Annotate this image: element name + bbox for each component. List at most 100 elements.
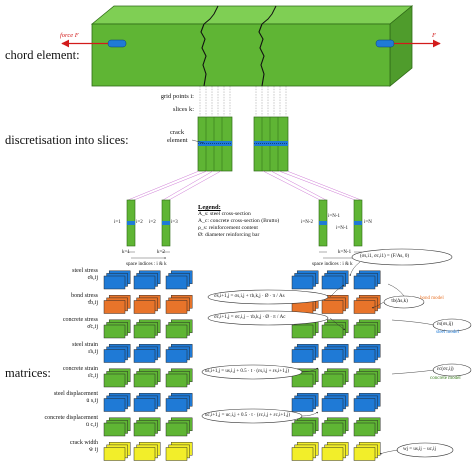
matrix-layer-left-3-0-0 bbox=[103, 349, 126, 363]
slice-label: i=2 bbox=[136, 220, 143, 225]
matrix-layer-right-5-0-0 bbox=[291, 398, 314, 412]
matrix-row-symbol: ε̄s,ij bbox=[88, 348, 98, 355]
label-chord-element: chord element: bbox=[5, 48, 80, 62]
matrix-layer-right-3-1-0 bbox=[321, 349, 344, 363]
matrix-row-symbol: ū s,ij bbox=[86, 397, 98, 404]
matrix-layer-left-7-0-0 bbox=[103, 447, 126, 461]
label-force-left: force F bbox=[60, 32, 79, 39]
slice-group-right bbox=[253, 116, 289, 172]
label-discretisation: discretisation into slices: bbox=[5, 133, 129, 147]
equation-bond-steel: σs,i+1,j = σs,i,j + τb,k,j · Ø · π / As bbox=[214, 294, 285, 299]
matrix-layer-left-6-2-0 bbox=[165, 422, 188, 437]
matrix-row-symbol: w̄ ij bbox=[88, 446, 98, 453]
matrix-row-name: concrete stress bbox=[62, 317, 98, 323]
matrix-layer-right-3-0-0 bbox=[291, 349, 314, 363]
equation-steel-model: εs(σs,ij) bbox=[437, 322, 454, 327]
rebar-left bbox=[107, 39, 127, 48]
matrix-stack-left bbox=[103, 270, 193, 461]
matrix-layer-left-7-2-0 bbox=[165, 447, 188, 461]
matrix-layer-left-4-0-0 bbox=[103, 373, 126, 388]
matrix-layer-left-4-2-0 bbox=[165, 373, 188, 388]
matrix-row-name: crack width bbox=[69, 439, 98, 446]
rebar-right bbox=[375, 39, 395, 48]
label-grid-points: grid points i: bbox=[160, 93, 194, 100]
equation-disp-concrete: uc,i+1,j = uc,i,j + 0.5 · t · (εc,i,j + … bbox=[205, 413, 291, 418]
chord-element-box bbox=[90, 5, 414, 87]
slice-label: i=N-1 bbox=[328, 214, 340, 219]
matrix-layer-left-0-0-0 bbox=[103, 275, 126, 290]
zoomed-slices bbox=[126, 199, 363, 247]
matrix-layer-right-1-1-0 bbox=[321, 300, 344, 314]
matrix-layer-right-6-2-0 bbox=[353, 422, 376, 437]
label-matrices: matrices: bbox=[5, 366, 51, 380]
slice-k-label: k=N-1 bbox=[338, 250, 352, 255]
matrix-row-name: steel strain bbox=[72, 341, 98, 348]
slice-k-label: k=2 bbox=[157, 250, 165, 255]
matrix-layer-right-5-2-0 bbox=[353, 398, 376, 412]
matrix-layer-left-1-1-0 bbox=[133, 300, 156, 314]
legend-line: A_c: concrete cross-section (Brutto) bbox=[198, 218, 280, 224]
matrix-layer-right-6-0-0 bbox=[291, 422, 314, 437]
slice-label: i=1 bbox=[114, 220, 121, 225]
slice-group-left bbox=[197, 116, 233, 172]
legend-box: Legend: A_s: steel cross-section A_c: co… bbox=[198, 204, 318, 239]
equation-disp-steel: us,i+1,j = us,i,j + 0.5 · t · (εs,i,j + … bbox=[205, 369, 289, 374]
label-bond-model: bond model bbox=[420, 296, 444, 301]
legend-line: ρ_s: reinforcement content bbox=[198, 225, 258, 231]
label-slices: slices k: bbox=[172, 106, 194, 113]
slice-k-label: k=1 bbox=[122, 250, 130, 255]
matrix-layer-left-0-2-0 bbox=[165, 275, 188, 290]
matrix-layer-left-5-0-0 bbox=[103, 398, 126, 412]
label-crack-element-2: element bbox=[167, 137, 188, 144]
matrix-row-symbol: τ̄b,ij bbox=[87, 299, 98, 306]
matrix-row-name: steel displacement bbox=[53, 390, 98, 397]
label-concrete-model: concrete model bbox=[430, 376, 461, 381]
matrix-layer-right-6-1-0 bbox=[321, 422, 344, 437]
matrix-row-name: bond stress bbox=[71, 292, 98, 299]
label-space-indices-right: space indices : i & k bbox=[312, 262, 353, 267]
matrix-layer-right-0-0-0 bbox=[291, 275, 314, 290]
matrix-layer-left-2-1-0 bbox=[133, 324, 156, 339]
equation-crack-width: wj = us,ij − uc,ij bbox=[403, 447, 436, 452]
crack-pointer bbox=[191, 139, 205, 144]
matrix-layer-right-2-0-0 bbox=[291, 324, 314, 339]
matrix-layer-right-7-1-0 bbox=[321, 447, 344, 461]
projection-lines bbox=[199, 86, 287, 116]
matrix-layer-right-0-1-0 bbox=[321, 275, 344, 290]
matrix-layer-right-3-2-0 bbox=[353, 349, 376, 363]
slice-label: i=N-2 bbox=[301, 220, 313, 225]
zoom-fan-lines bbox=[127, 170, 362, 201]
equation-bond-concrete: σc,i+1,j = σc,i,j − τb,k,j · Ø · π / Ac bbox=[214, 315, 286, 320]
legend-line: Ø: diameter reinforcing bar bbox=[198, 232, 260, 238]
label-force-right: F bbox=[432, 32, 436, 39]
matrix-layer-right-7-2-0 bbox=[353, 447, 376, 461]
equation-ellipses bbox=[201, 248, 472, 458]
matrix-layer-left-2-0-0 bbox=[103, 324, 126, 339]
slice-label: i=3 bbox=[171, 220, 178, 225]
matrix-layer-right-0-2-0 bbox=[353, 275, 376, 290]
matrix-row-symbol: ε̄c,ij bbox=[87, 373, 98, 379]
legend-line: A_s: steel cross-section bbox=[198, 211, 251, 217]
slice-label: i=2 bbox=[149, 220, 156, 225]
matrix-layer-left-6-0-0 bbox=[103, 422, 126, 437]
matrix-layer-right-1-2-0 bbox=[353, 300, 376, 314]
matrix-layer-left-2-2-0 bbox=[165, 324, 188, 339]
matrix-layer-left-5-2-0 bbox=[165, 398, 188, 412]
equation-top: (σs,i1, σc,i1) = (F/As, 0) bbox=[360, 254, 410, 259]
matrix-row-name: concrete strain bbox=[62, 366, 98, 372]
matrix-row-symbol: σ̄s,ij bbox=[87, 275, 98, 281]
matrix-layer-left-0-1-0 bbox=[133, 275, 156, 290]
label-space-indices-left: space indices : i & k bbox=[126, 262, 167, 267]
matrix-layer-left-7-1-0 bbox=[133, 447, 156, 461]
slice-label: i=N-1 bbox=[336, 226, 348, 231]
matrix-layer-right-4-2-0 bbox=[353, 373, 376, 388]
matrix-row-name: concrete displacement bbox=[44, 415, 98, 421]
matrix-layer-right-2-2-0 bbox=[353, 324, 376, 339]
label-steel-model: steel model bbox=[436, 330, 459, 335]
matrix-layer-right-4-1-0 bbox=[321, 373, 344, 388]
